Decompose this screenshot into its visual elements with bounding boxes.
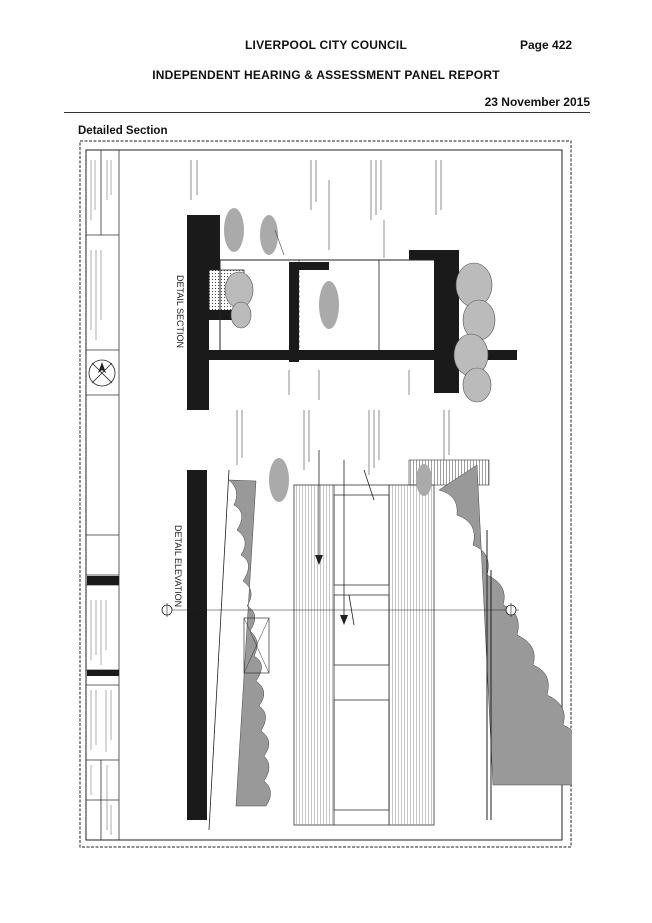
planting-right [453, 262, 496, 403]
outer-frame [79, 140, 572, 848]
parapet-wall [187, 215, 220, 270]
title-block-bar [87, 576, 119, 585]
title-block-bar-2 [87, 670, 119, 676]
hedge-left [228, 479, 271, 807]
leaders [318, 450, 375, 626]
boundary-wall [187, 470, 207, 820]
report-date: 23 November 2015 [484, 95, 590, 109]
title-block-text [90, 160, 112, 835]
council-name: LIVERPOOL CITY COUNCIL [245, 38, 407, 52]
right-wall [434, 258, 459, 393]
gate [243, 617, 270, 674]
leader-heads [315, 555, 348, 625]
detail-elevation: DETAIL ELEVATION [161, 410, 572, 831]
section-label: DETAIL SECTION [175, 275, 185, 348]
section-title: Detailed Section [78, 125, 168, 137]
planting-left [224, 271, 254, 329]
sheet-border [85, 149, 563, 841]
left-wall [187, 270, 209, 410]
report-title: INDEPENDENT HEARING & ASSESSMENT PANEL R… [152, 68, 500, 82]
detail-section: DETAIL SECTION [175, 160, 517, 410]
floor-slab [187, 350, 517, 360]
hedge-right [438, 464, 572, 786]
elevation-label: DETAIL ELEVATION [173, 525, 183, 607]
elevation-figures [269, 458, 432, 502]
north-arrow-icon [88, 359, 116, 387]
drawing-svg: DETAIL SECTION [79, 140, 572, 848]
header-divider [64, 112, 590, 113]
elevation-annotations [236, 410, 450, 475]
roof-slab [409, 250, 459, 260]
column [289, 262, 299, 362]
architectural-drawing: DETAIL SECTION [79, 140, 572, 848]
people-figures [224, 208, 339, 329]
section-annotations [190, 160, 442, 400]
posts [486, 530, 492, 820]
page-number: Page 422 [520, 38, 573, 52]
